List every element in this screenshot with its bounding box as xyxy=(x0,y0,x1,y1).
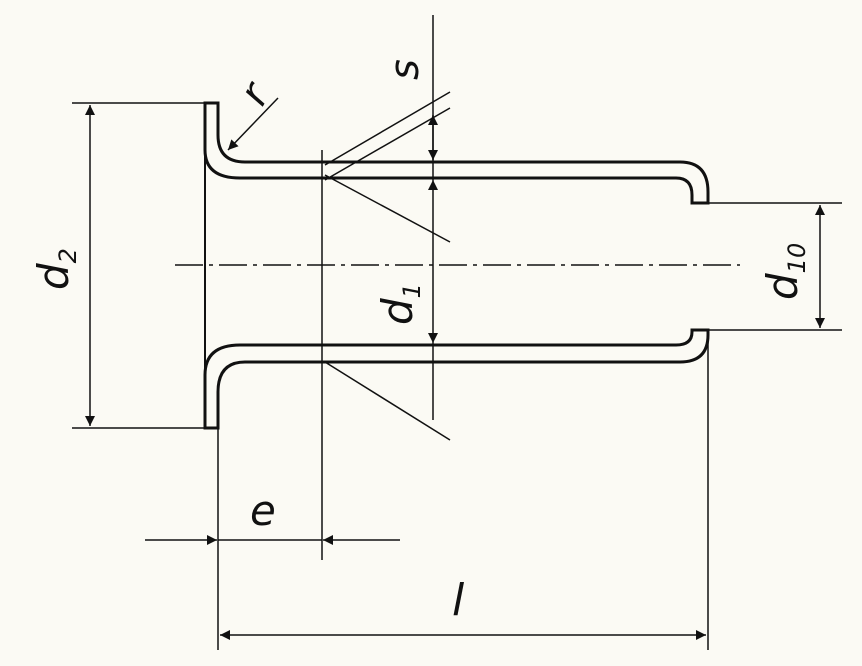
label-e: e xyxy=(250,486,276,535)
dimension-d1: d1 xyxy=(321,150,451,560)
bottom-wall xyxy=(203,328,710,430)
dimension-d2: d2 xyxy=(29,102,205,429)
label-l: l xyxy=(452,575,465,626)
dimension-r: r xyxy=(227,74,280,151)
label-d2: d2 xyxy=(29,248,82,290)
dimension-s: s xyxy=(324,15,451,181)
dimension-e: e xyxy=(145,428,400,650)
dimension-d10: d10 xyxy=(708,202,842,331)
label-r: r xyxy=(231,74,280,113)
top-wall xyxy=(203,101,710,205)
dimension-l: l xyxy=(220,330,709,650)
label-d10: d10 xyxy=(758,243,811,300)
rivet-section xyxy=(175,101,740,430)
label-d1: d1 xyxy=(373,283,426,325)
label-s: s xyxy=(382,59,428,80)
